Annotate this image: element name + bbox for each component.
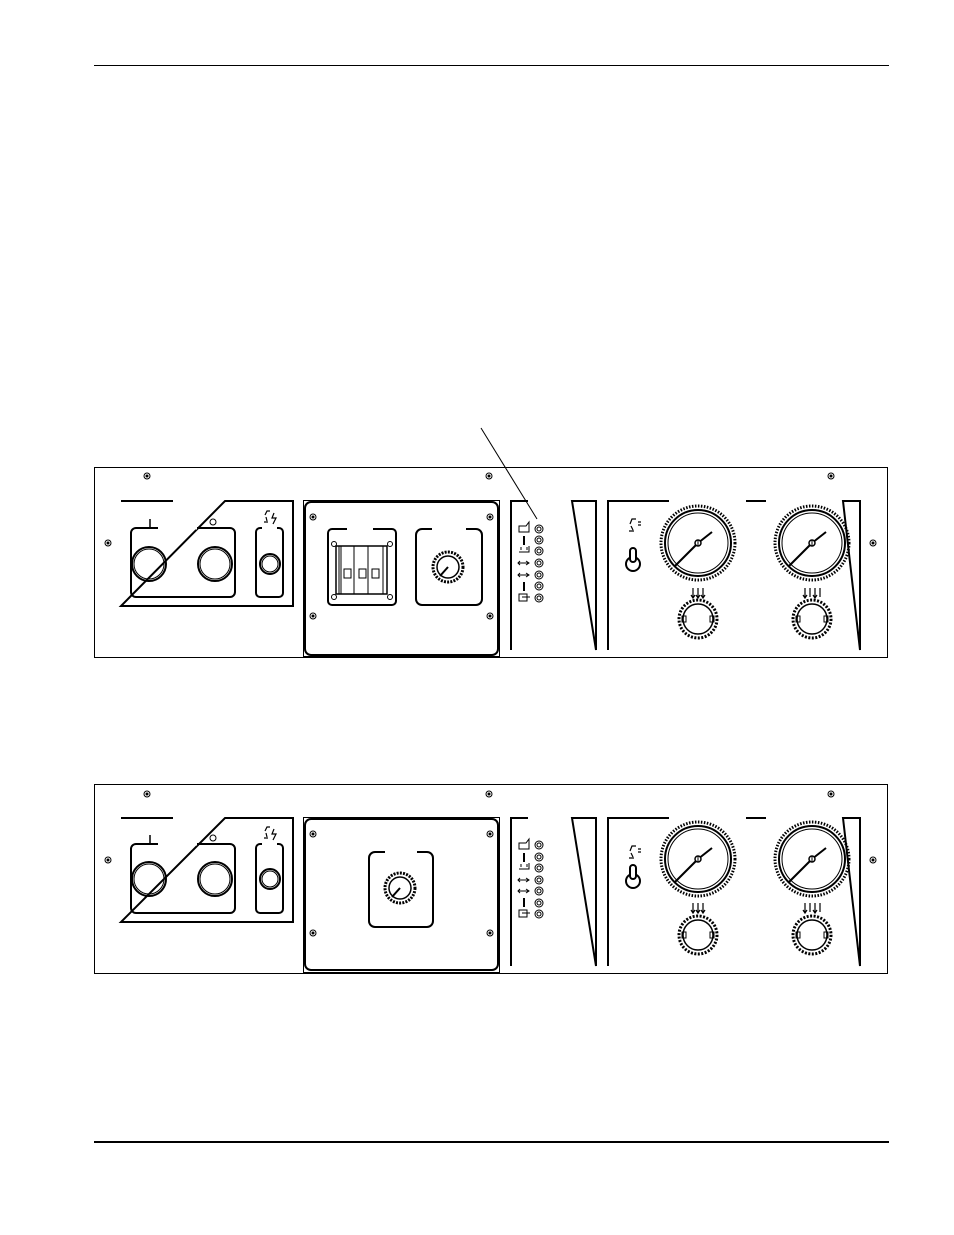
power-switch-frame: [130, 843, 236, 914]
inlet-arrows-icon: [690, 903, 706, 915]
coolant-level-icon: [519, 863, 530, 870]
coolant-level-icon: [519, 546, 530, 553]
outlet-arrows-icon: [802, 588, 821, 600]
flow-arrow-icon: [517, 572, 530, 578]
torch-lightning-icon: [264, 510, 277, 525]
power-section: [118, 500, 294, 607]
header-rule: [94, 65, 889, 66]
current-knob-frame: [415, 528, 483, 606]
status-lamps: [534, 840, 544, 919]
pressure-regulator-right[interactable]: [791, 598, 833, 640]
door-interlock-icon: [518, 909, 530, 918]
current-knob-frame: [368, 851, 434, 928]
power-section: [118, 817, 294, 923]
door-interlock-icon: [518, 593, 530, 602]
torch-lightning-icon: [264, 826, 277, 841]
gas-section: [607, 817, 861, 967]
flow-arrow-icon: [517, 888, 530, 894]
panel-outline: [94, 467, 888, 658]
torch-cap-icon: [518, 837, 530, 850]
power-off-button[interactable]: [197, 546, 233, 582]
test-toggle-switch[interactable]: [625, 864, 641, 889]
pressure-regulator-left[interactable]: [677, 598, 719, 640]
breaker-section: [303, 500, 500, 657]
torch-ready-lamp[interactable]: [259, 553, 281, 575]
status-section: [510, 817, 597, 967]
torch-ready-lamp[interactable]: [259, 868, 281, 890]
flow-arrow-icon: [517, 560, 530, 566]
power-off-button[interactable]: [197, 861, 233, 897]
current-adjust-knob[interactable]: [383, 871, 417, 905]
gas-section: [607, 500, 861, 651]
circuit-breaker[interactable]: [331, 541, 393, 600]
torch-trigger-icon: [629, 518, 641, 532]
status-icons: [517, 520, 530, 602]
front-panel-bottom: [94, 784, 888, 974]
power-switch-frame: [130, 527, 236, 598]
panel-screws: [104, 790, 877, 864]
torch-trigger-icon: [629, 845, 641, 859]
pressure-gauge-right: [773, 820, 851, 898]
off-symbol: [209, 518, 217, 526]
callout-leader: [480, 427, 538, 520]
test-toggle-switch[interactable]: [625, 547, 641, 572]
pressure-regulator-right[interactable]: [791, 914, 833, 956]
footer-rule: [94, 1141, 889, 1143]
outlet-arrows-icon: [802, 903, 821, 915]
status-section: [510, 500, 597, 651]
front-panel-top: [94, 427, 888, 658]
status-icons: [517, 837, 530, 918]
status-lamps: [534, 524, 544, 603]
power-on-button[interactable]: [131, 861, 167, 897]
inlet-arrows-icon: [690, 588, 706, 600]
current-adjust-knob[interactable]: [431, 550, 465, 584]
knob-section: [303, 817, 500, 973]
panel-outline: [94, 784, 888, 974]
pressure-gauge-left: [659, 504, 737, 582]
pressure-regulator-left[interactable]: [677, 914, 719, 956]
pressure-gauge-left: [659, 820, 737, 898]
panel-screws: [104, 472, 877, 547]
pressure-gauge-right: [773, 504, 851, 582]
off-symbol: [209, 834, 217, 842]
torch-cap-icon: [518, 520, 530, 533]
flow-arrow-icon: [517, 877, 530, 883]
power-on-button[interactable]: [131, 546, 167, 582]
